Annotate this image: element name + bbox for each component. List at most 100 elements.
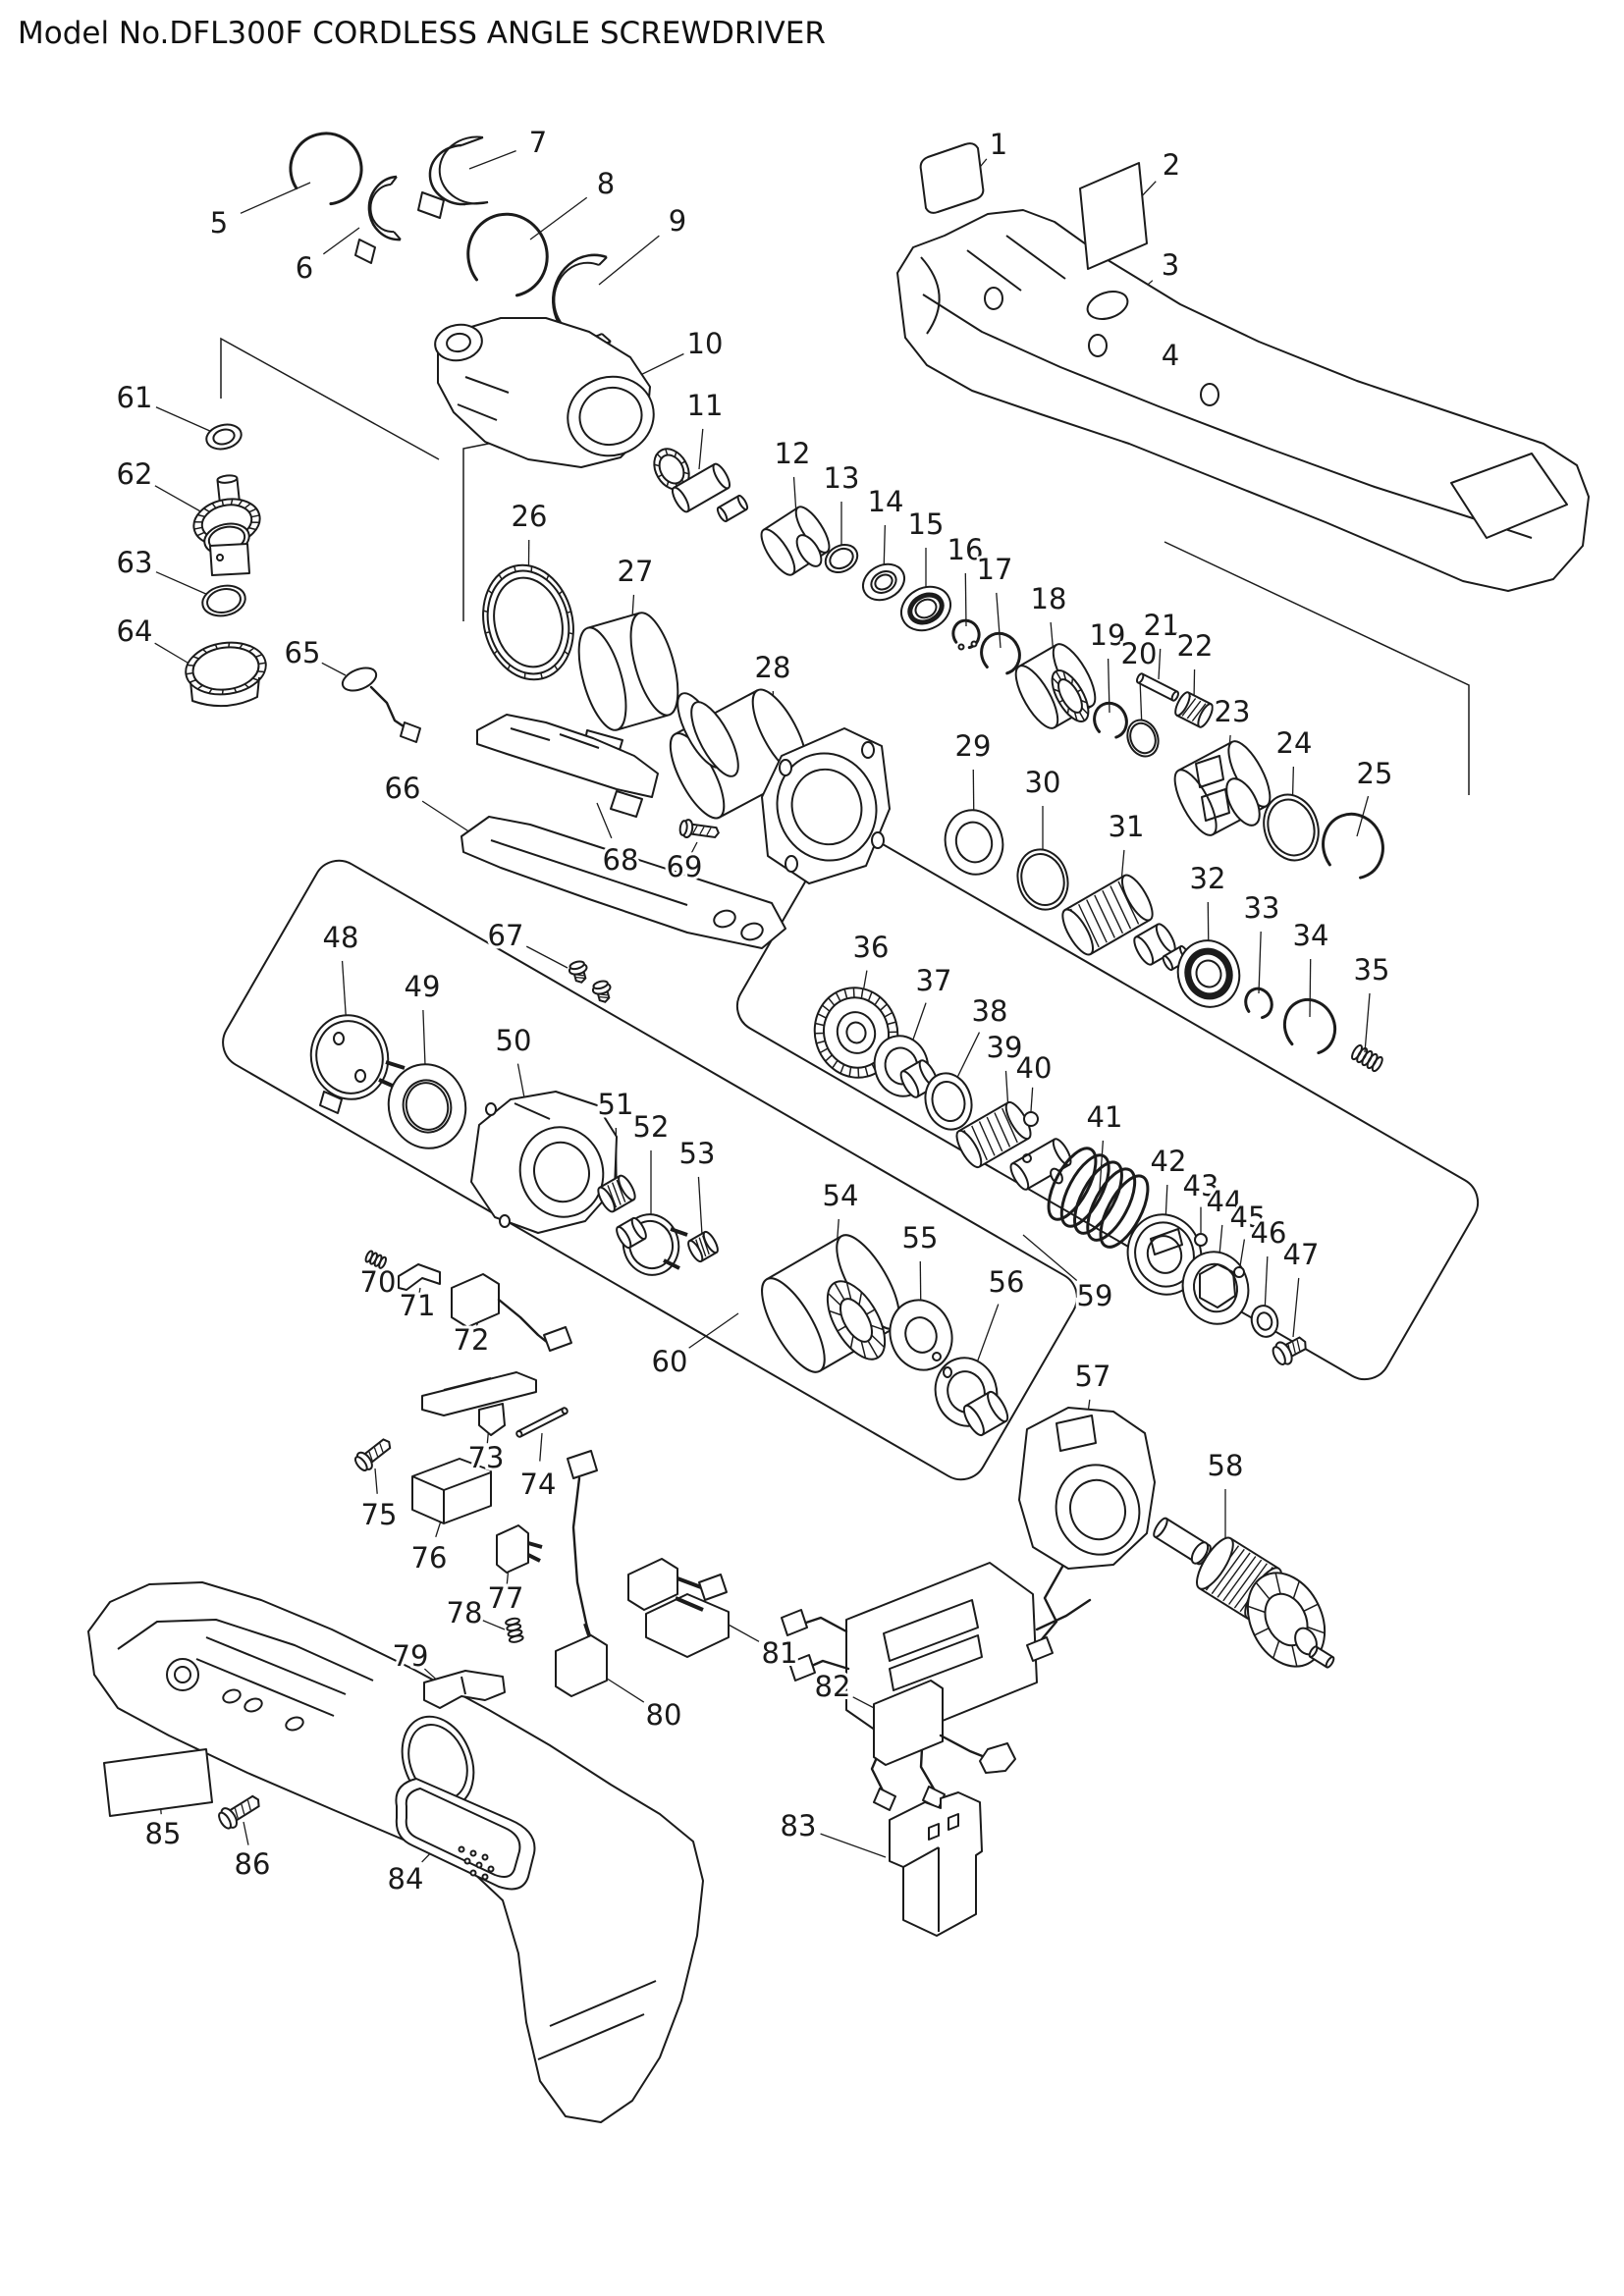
part-23-shape [1173,740,1272,836]
part-76-label: 76 [411,1541,448,1575]
part-82-label: 82 [815,1670,851,1703]
part-11-shape [653,448,749,523]
part-68-shape [476,714,659,818]
part-17-leader [996,592,1001,649]
part-9-leader [598,235,660,286]
part-6-shape [354,175,402,264]
part-84-label: 84 [388,1862,424,1896]
part-60-leader [688,1312,739,1349]
part-39-label: 39 [987,1031,1023,1064]
part-34-leader [1309,958,1312,1018]
part-51-label: 51 [598,1088,634,1121]
part-29-shape [944,809,1004,876]
part-86-label: 86 [235,1847,271,1881]
part-83-shape [889,1791,983,1937]
part-27-label: 27 [618,555,654,588]
part-79-shape [423,1670,506,1709]
part-21-leader [1158,648,1162,680]
part-1-shape [919,142,985,214]
part-71-shape [398,1263,441,1291]
part-50-label: 50 [496,1024,532,1057]
part-66-shape [460,816,786,949]
part-78-leader [482,1620,506,1630]
part-61-leader [155,406,213,433]
part-73-label: 73 [468,1441,505,1474]
part-61-label: 61 [117,381,153,414]
part-85-label: 85 [145,1817,182,1850]
part-56-label: 56 [989,1265,1025,1299]
part-74-shape [515,1407,568,1438]
part-3-label: 3 [1162,248,1179,282]
part-84-shape [395,1778,536,1891]
part-45-leader [1239,1239,1246,1267]
part-23-label: 23 [1215,695,1251,728]
part-65-leader [321,662,347,676]
part-62-leader [154,485,203,513]
part-11-label: 11 [687,389,724,422]
part-18-label: 18 [1031,582,1067,615]
part-70-leader [372,1267,377,1276]
part-69-shape [678,819,720,839]
part-13-shape [824,544,859,573]
part-40-shape [1023,1111,1039,1127]
part-58-label: 58 [1208,1449,1244,1482]
bracket-1 [220,337,440,460]
part-32-label: 32 [1190,862,1226,895]
part-17-label: 17 [977,553,1013,586]
part-63-leader [155,571,209,596]
part-16-label: 16 [947,533,984,566]
part-19-shape [1093,701,1128,740]
part-17-shape [980,631,1021,676]
part-13-label: 13 [824,461,860,495]
part-55-label: 55 [902,1221,939,1255]
part-25-shape [1322,812,1384,881]
part-9-label: 9 [669,204,686,238]
part-41-label: 41 [1087,1100,1123,1134]
part-12-label: 12 [775,437,811,470]
part-36-label: 36 [853,931,890,964]
part-38-label: 38 [972,994,1008,1028]
part-33-leader [1258,931,1262,994]
part-42-label: 42 [1151,1145,1187,1178]
part-21-label: 21 [1144,609,1180,642]
part-44-shape [1181,1251,1250,1325]
part-71-leader [417,1287,421,1299]
part-86-leader [243,1821,249,1845]
part-50-shape [470,1091,618,1234]
part-59-label: 59 [1077,1279,1113,1312]
part-33-shape [1244,987,1273,1020]
part-54-label: 54 [823,1179,859,1212]
part-81-leader [726,1623,760,1642]
part-57-shape [1018,1407,1156,1662]
part-28-label: 28 [755,651,791,684]
part-35-label: 35 [1354,953,1390,987]
part-60-label: 60 [652,1345,688,1378]
part-43-label: 43 [1183,1169,1219,1202]
part-65-label: 65 [285,636,321,669]
part-40-label: 40 [1016,1051,1053,1085]
part-86-shape [218,1794,260,1830]
part-14-label: 14 [868,485,904,518]
part-81-label: 81 [762,1636,798,1670]
part-66-leader [421,800,474,835]
part-64-label: 64 [117,614,153,648]
part-24-label: 24 [1276,726,1313,760]
part-2-shape [1079,162,1148,270]
part-80-label: 80 [646,1698,682,1732]
part-80-leader [600,1674,645,1703]
part-10-shape [434,317,655,468]
part-7-leader [468,150,516,170]
part-48-label: 48 [323,921,359,954]
part-labels: 4123567891011121314151617181920212223242… [114,123,1396,1898]
part-64-shape [185,641,267,708]
part-31-label: 31 [1109,810,1145,843]
part-7-label: 7 [529,126,547,159]
part-82-shape [873,1680,1016,1774]
part-47-shape [1272,1336,1307,1365]
page-title: Model No.DFL300F CORDLESS ANGLE SCREWDRI… [18,16,826,51]
part-63-shape [201,584,246,617]
part-66-label: 66 [385,772,421,805]
part-75-label: 75 [361,1498,398,1531]
part-38-shape [924,1072,973,1131]
part-78-shape [505,1617,524,1643]
